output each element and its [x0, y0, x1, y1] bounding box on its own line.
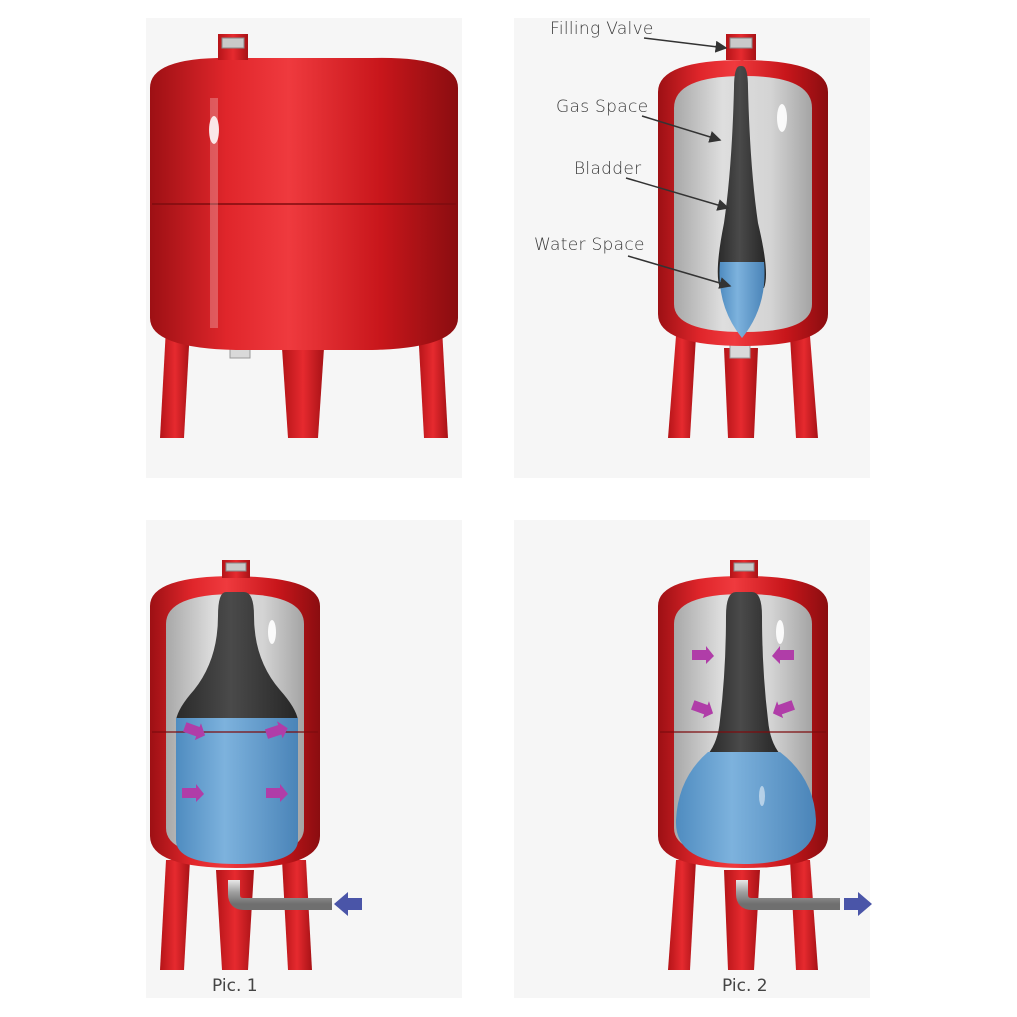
tank-emptying-illustration: [658, 560, 872, 970]
pressure-arrows-inward: [691, 646, 795, 719]
filling-valve-icon: [729, 37, 753, 49]
outflow-arrow-icon: [844, 892, 872, 916]
caption-pic1: Pic. 1: [212, 976, 258, 996]
panel-pic2-water-outflow: Pic. 2: [514, 520, 872, 998]
panel-exterior-tank: [146, 18, 462, 478]
tank-exterior-illustration: [150, 34, 458, 438]
caption-pic2: Pic. 2: [722, 976, 768, 996]
label-water-space: Water Space: [534, 235, 645, 255]
tank-highlight: [210, 98, 218, 328]
filling-valve-icon: [221, 37, 245, 49]
tank-leg-left: [160, 328, 190, 438]
tank-filling-illustration: [150, 560, 362, 970]
label-filling-valve: Filling Valve: [550, 19, 654, 39]
label-gas-space: Gas Space: [556, 97, 649, 117]
inflow-arrow-icon: [334, 892, 362, 916]
tank-leg-center: [282, 348, 324, 438]
label-bladder: Bladder: [574, 159, 642, 179]
panel-pic1-water-inflow: Pic. 1: [146, 520, 462, 998]
tank-leg-right: [418, 328, 448, 438]
bladder: [717, 66, 766, 288]
pressure-arrows-outward: [182, 721, 288, 802]
tank-cutaway-illustration: [625, 34, 828, 438]
panel-labeled-cutaway: Filling Valve Gas Space Bladder Water Sp…: [514, 18, 870, 478]
